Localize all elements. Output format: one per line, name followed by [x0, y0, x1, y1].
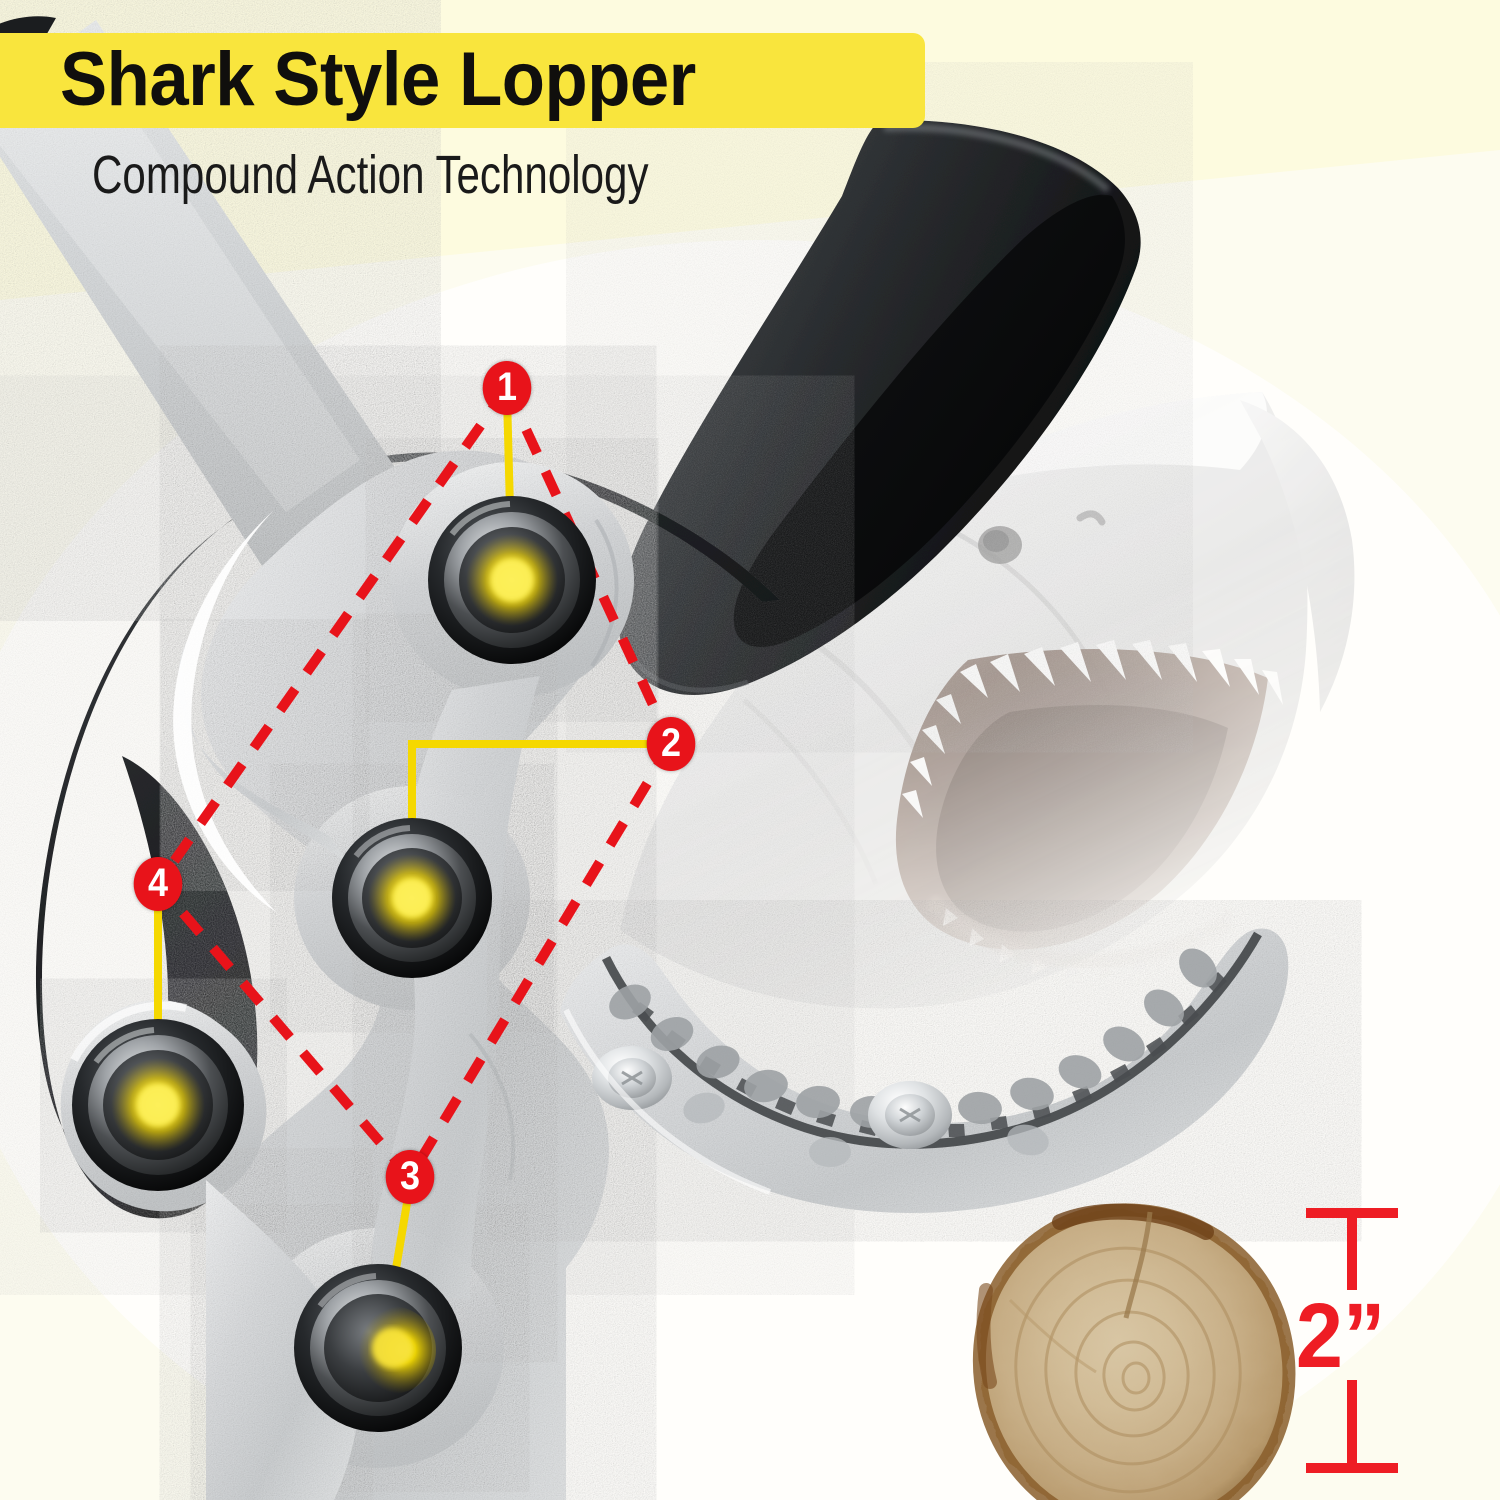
callout-badge-1-label: 1	[496, 365, 518, 409]
callout-badge-2-label: 2	[660, 721, 682, 765]
callout-badge-3-label: 3	[399, 1154, 421, 1198]
measurement-label: 2”	[1295, 1285, 1386, 1387]
pivot-bolt-3	[294, 1264, 462, 1432]
callout-badge-1[interactable]: 1	[482, 361, 532, 415]
pivot-bolt-4	[72, 1019, 244, 1191]
pivot-bolt-2	[332, 818, 492, 978]
callout-badge-4[interactable]: 4	[133, 857, 183, 911]
pivot-bolt-1	[428, 496, 596, 664]
callout-badge-3[interactable]: 3	[385, 1150, 435, 1204]
anvil-oval-holes-lower	[683, 1092, 1049, 1167]
anvil-jaw	[560, 928, 1289, 1213]
wood-log-cross-section	[972, 1203, 1296, 1500]
anvil-screw	[868, 1081, 952, 1149]
shark-upper-left-teeth	[902, 694, 961, 818]
upper-blade	[618, 119, 1141, 695]
callout-badge-2[interactable]: 2	[646, 717, 696, 771]
measurement-dimension-line	[1306, 1208, 1398, 1473]
shark-upper-teeth	[960, 640, 1283, 705]
callout-badge-4-label: 4	[147, 861, 169, 905]
shark-head-graphic	[620, 392, 1355, 1009]
